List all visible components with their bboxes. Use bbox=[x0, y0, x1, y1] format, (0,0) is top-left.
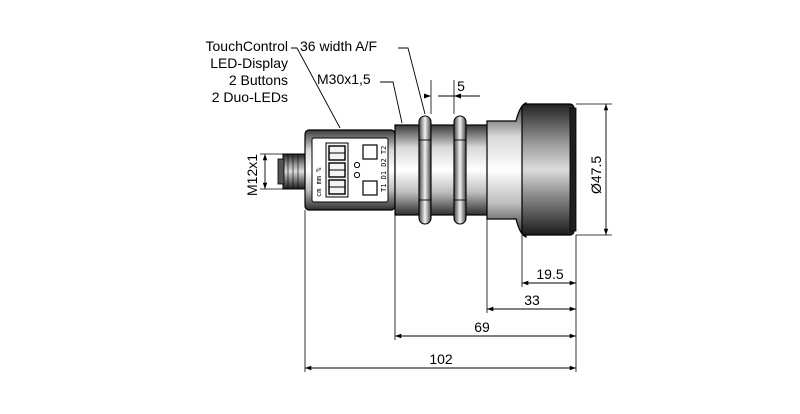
dim-33: 33 bbox=[524, 292, 540, 308]
nut-width-value: 5 bbox=[457, 78, 465, 94]
connector-label: M12x1 bbox=[244, 154, 260, 196]
connector-dimension: M12x1 bbox=[244, 153, 283, 196]
thread-label: M30x1,5 bbox=[317, 71, 371, 87]
dim-19-5: 19.5 bbox=[536, 266, 563, 282]
dim-69: 69 bbox=[474, 319, 490, 335]
threaded-tube bbox=[394, 124, 491, 216]
transducer-neck bbox=[486, 102, 527, 238]
transducer-head bbox=[521, 103, 575, 236]
m12-connector bbox=[282, 153, 306, 190]
mounting-nut-1 bbox=[418, 115, 432, 225]
feature-callout: TouchControl LED-Display 2 Buttons 2 Duo… bbox=[206, 38, 341, 129]
thread-callout: M30x1,5 bbox=[317, 71, 403, 124]
nut-width-dimension: 5 bbox=[424, 78, 480, 114]
width-af-label: 36 width A/F bbox=[300, 38, 377, 54]
mounting-nut-2 bbox=[453, 115, 467, 225]
feature-label-4: 2 Duo-LEDs bbox=[212, 89, 288, 105]
width-af-callout: 36 width A/F bbox=[300, 38, 426, 115]
feature-label-1: TouchControl bbox=[206, 38, 289, 54]
feature-label-2: LED-Display bbox=[210, 55, 288, 71]
touch-button-2 bbox=[362, 180, 378, 196]
display-outputs: T1 D1 D2 T2 bbox=[380, 146, 388, 192]
diameter-dimension: Ø47.5 bbox=[576, 103, 612, 236]
feature-label-3: 2 Buttons bbox=[229, 72, 288, 88]
display-units: cm mm % bbox=[315, 167, 323, 197]
duo-led-2 bbox=[353, 171, 361, 179]
sensor-body: cm mm % T1 D1 D2 T2 bbox=[277, 102, 577, 238]
length-dimensions: 19.5 33 69 102 bbox=[304, 210, 577, 372]
dim-102: 102 bbox=[429, 351, 453, 367]
duo-led-1 bbox=[353, 161, 361, 169]
touch-button-1 bbox=[362, 144, 378, 160]
diameter-label: Ø47.5 bbox=[588, 156, 604, 194]
